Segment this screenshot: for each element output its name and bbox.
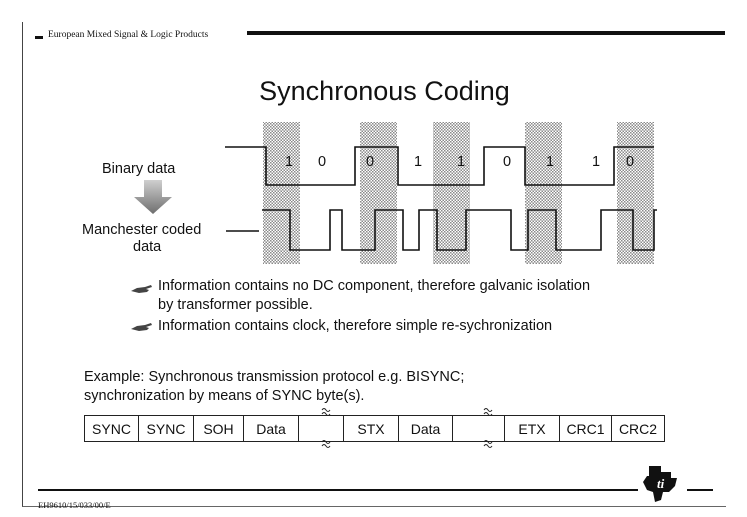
- bit-label: 1: [285, 154, 294, 170]
- slide-title: Synchronous Coding: [0, 76, 747, 107]
- field-gap: [299, 416, 344, 441]
- field-stx: STX: [344, 416, 399, 441]
- bullet-text-1a: Information contains no DC component, th…: [158, 278, 591, 294]
- field-etx: ETX: [505, 416, 560, 441]
- header-text: European Mixed Signal & Logic Products: [48, 30, 209, 40]
- shade-band-5: [617, 122, 654, 264]
- example-text: Example: Synchronous transmission protoc…: [84, 368, 464, 406]
- footer-rule: [38, 489, 638, 491]
- svg-text:ti: ti: [657, 476, 665, 491]
- field-crc2: CRC2: [618, 420, 658, 437]
- bit-label: 1: [592, 154, 601, 170]
- binary-data-label: Binary data: [102, 161, 176, 177]
- manchester-waveform: [262, 209, 657, 251]
- binary-waveform: [225, 146, 654, 186]
- field-sync: SYNC: [139, 416, 194, 441]
- shade-band-2: [360, 122, 397, 264]
- footer-code: EH9610/15/033/00/E: [38, 500, 111, 510]
- example-line1: Example: Synchronous transmission protoc…: [84, 369, 465, 385]
- bit-label: 0: [366, 154, 375, 170]
- shade-band-3: [433, 122, 470, 264]
- bit-label: 1: [457, 154, 466, 170]
- field-data: Data: [244, 416, 299, 441]
- header-rule: [247, 31, 725, 35]
- example-line2: synchronization by means of SYNC byte(s)…: [84, 388, 365, 404]
- field-gap: [453, 416, 505, 441]
- bit-label: 1: [414, 154, 423, 170]
- field-soh: SOH: [194, 416, 244, 441]
- shade-band-1: [263, 122, 300, 264]
- bullet-text-2: Information contains clock, therefore si…: [158, 318, 553, 334]
- protocol-frame: SYNC SYNC SOH Data STX Data ETX CRC1 CRC…: [84, 415, 665, 442]
- footer-rule-right: [687, 489, 713, 491]
- field-data: Data: [399, 416, 453, 441]
- bit-label: 0: [503, 154, 512, 170]
- manchester-label-line1: Manchester coded: [82, 222, 202, 238]
- header-bullet: [35, 36, 43, 39]
- down-arrow: [134, 180, 172, 214]
- ti-logo-icon: ti: [643, 466, 677, 502]
- bullet-hand-icon-1: [131, 285, 152, 293]
- bit-label: 0: [318, 154, 327, 170]
- bit-label: 1: [546, 154, 555, 170]
- slide-title-text: Synchronous Coding: [259, 76, 510, 106]
- bit-label: 0: [626, 154, 635, 170]
- manchester-label-line2: data: [133, 239, 162, 255]
- field-sync: SYNC: [85, 416, 139, 441]
- bullet-hand-icon-2: [131, 323, 152, 331]
- bullet-text-1b: by transformer possible.: [158, 297, 313, 313]
- field-crc1: CRC1: [560, 416, 612, 441]
- slide-frame: [22, 22, 726, 507]
